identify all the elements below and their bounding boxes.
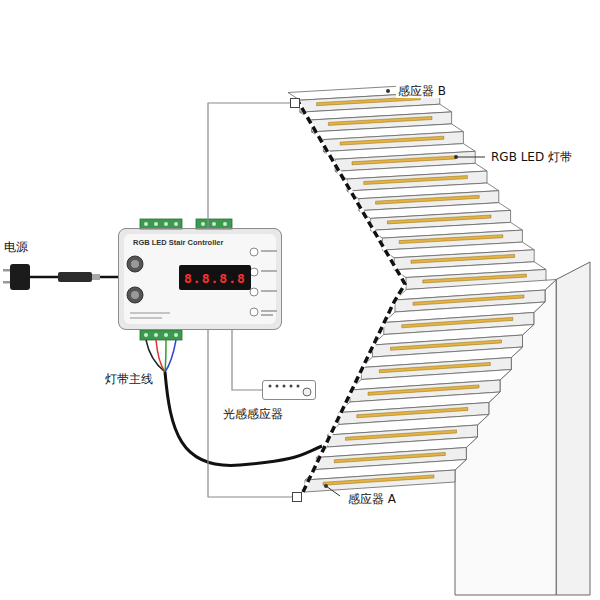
print-mark bbox=[261, 310, 277, 312]
print-mark bbox=[261, 250, 277, 252]
led-strip bbox=[334, 452, 445, 462]
node-text: 感应器 B bbox=[396, 84, 448, 98]
knob bbox=[127, 256, 143, 272]
screw bbox=[154, 333, 158, 337]
print-mark bbox=[261, 270, 277, 272]
sensor-knob bbox=[303, 388, 311, 396]
light-sensor: 光感感应器 bbox=[262, 380, 316, 400]
leader-dot bbox=[454, 155, 458, 159]
button bbox=[250, 308, 258, 316]
wire bbox=[156, 340, 165, 372]
print-mark bbox=[261, 314, 273, 316]
led-strip bbox=[411, 254, 515, 263]
led-strip bbox=[364, 176, 468, 185]
stair-riser bbox=[305, 470, 455, 492]
led-strip bbox=[376, 195, 480, 204]
barrel-connector bbox=[58, 272, 92, 282]
screw bbox=[144, 222, 148, 226]
main-cable bbox=[165, 372, 322, 465]
cable-label: 灯带主线 bbox=[103, 372, 155, 386]
dot bbox=[297, 385, 300, 388]
screw bbox=[212, 222, 216, 226]
screw bbox=[164, 333, 168, 337]
dot bbox=[276, 385, 279, 388]
led-strip bbox=[346, 430, 457, 440]
wire bbox=[146, 340, 165, 372]
stair-controller: RGB LED Stair Controller 8.8.8.8 bbox=[118, 228, 282, 330]
led-strip bbox=[423, 274, 527, 283]
knob-cap bbox=[131, 291, 139, 299]
led-strip bbox=[340, 136, 444, 145]
led-strip bbox=[387, 215, 491, 224]
segment-display: 8.8.8.8 bbox=[179, 265, 251, 290]
print-mark bbox=[130, 312, 170, 314]
wire bbox=[165, 340, 176, 372]
led-strip bbox=[402, 317, 513, 327]
barrel-tip bbox=[92, 274, 100, 280]
led-strip bbox=[328, 117, 432, 126]
button bbox=[250, 268, 258, 276]
button bbox=[250, 248, 258, 256]
sensor-wire bbox=[232, 330, 262, 390]
strip-cable-base bbox=[299, 103, 405, 492]
led-strip bbox=[368, 385, 479, 395]
dot bbox=[269, 385, 272, 388]
dot bbox=[283, 385, 286, 388]
dot bbox=[290, 385, 293, 388]
leader-line bbox=[456, 157, 485, 158]
sensor-dots bbox=[269, 385, 300, 388]
node-text: 电源 bbox=[4, 240, 28, 254]
controller-housing bbox=[118, 228, 282, 330]
leader-dot bbox=[324, 484, 328, 488]
motion-sensor: 感应器 A bbox=[292, 492, 302, 502]
led-strip bbox=[399, 235, 503, 244]
screw bbox=[174, 333, 178, 337]
sensor-wire bbox=[208, 103, 290, 228]
controller-panel bbox=[124, 234, 276, 324]
screw bbox=[223, 222, 227, 226]
leader-dot bbox=[386, 89, 390, 93]
stair-flight bbox=[288, 85, 546, 290]
knob bbox=[127, 287, 143, 303]
power-adapter: 电源 bbox=[10, 264, 30, 290]
node-text: 8.8.8.8 bbox=[184, 271, 246, 286]
terminal-block bbox=[140, 330, 182, 340]
sensor-body bbox=[262, 380, 316, 400]
node-text: 感应器 A bbox=[346, 492, 398, 506]
node-text: 光感感应器 bbox=[223, 407, 283, 421]
stair-side-wall bbox=[556, 262, 590, 595]
screw bbox=[164, 222, 168, 226]
staircase bbox=[288, 85, 590, 596]
sensor-wire bbox=[208, 330, 292, 497]
led-strip bbox=[413, 295, 524, 305]
print-mark bbox=[261, 290, 277, 292]
node-text: RGB LED Stair Controller bbox=[133, 238, 223, 247]
knob-cap bbox=[131, 260, 139, 268]
led-strip bbox=[357, 407, 468, 417]
leader-line bbox=[326, 486, 340, 496]
button-column bbox=[250, 248, 277, 316]
screw bbox=[154, 222, 158, 226]
led-strip bbox=[391, 340, 502, 350]
screw bbox=[174, 222, 178, 226]
screw bbox=[201, 222, 205, 226]
led-strip bbox=[379, 362, 490, 372]
stair-step bbox=[305, 460, 466, 493]
stair-flight bbox=[305, 280, 556, 493]
strip-cable bbox=[299, 103, 405, 492]
led-strip bbox=[352, 156, 456, 165]
wire bbox=[165, 340, 166, 372]
motion-sensor: 感应器 B bbox=[290, 98, 300, 108]
led-strip bbox=[323, 475, 434, 485]
callout-label: RGB LED 灯带 bbox=[489, 150, 574, 164]
button bbox=[250, 288, 258, 296]
screw bbox=[144, 333, 148, 337]
print-mark bbox=[130, 317, 162, 319]
